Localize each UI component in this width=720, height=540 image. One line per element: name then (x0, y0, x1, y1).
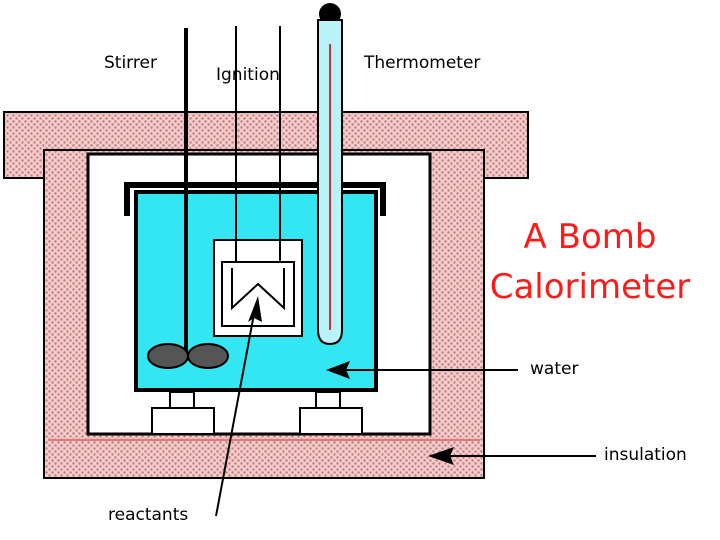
stirrer-label: Stirrer (104, 53, 157, 73)
diagram-title-line1: A Bomb (524, 217, 657, 257)
water-pointer (326, 361, 518, 379)
reactants-label: reactants (108, 505, 188, 525)
diagram-title-line2: Calorimeter (490, 267, 691, 307)
ignition-wires (235, 26, 281, 262)
ignition-label: Ignition (216, 65, 280, 85)
stirrer (147, 28, 229, 369)
container-lid (124, 182, 386, 216)
water-label: water (530, 359, 578, 379)
container-feet (151, 391, 363, 435)
insulation-label: insulation (604, 445, 687, 465)
insulation-pointer (428, 447, 596, 465)
reactants-pointer (215, 296, 262, 517)
thermometer (317, 3, 343, 346)
thermometer-label: Thermometer (363, 53, 480, 73)
bomb-vessel (213, 239, 303, 337)
